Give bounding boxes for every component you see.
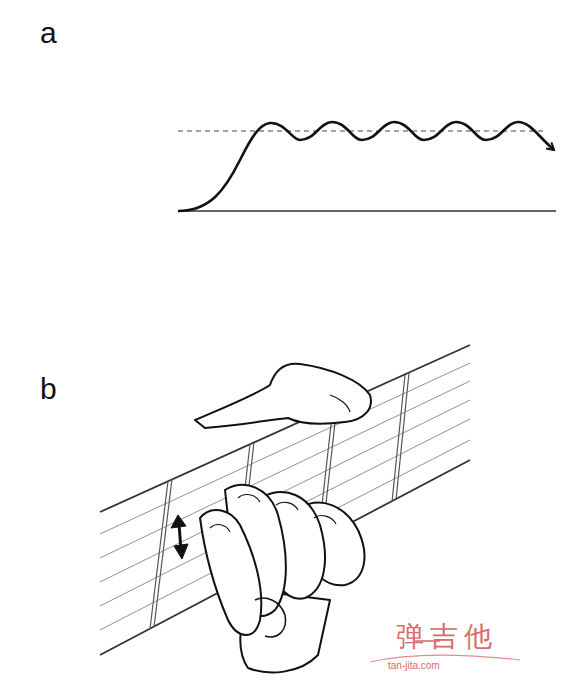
vibrato-graph (178, 122, 556, 211)
watermark: 弹吉他 (396, 618, 498, 656)
watermark-url: tan-jita.com (388, 660, 440, 671)
double-arrow (171, 515, 188, 559)
panel-letter: b (40, 372, 57, 406)
panel-letter: a (40, 16, 57, 50)
hand (195, 364, 371, 673)
